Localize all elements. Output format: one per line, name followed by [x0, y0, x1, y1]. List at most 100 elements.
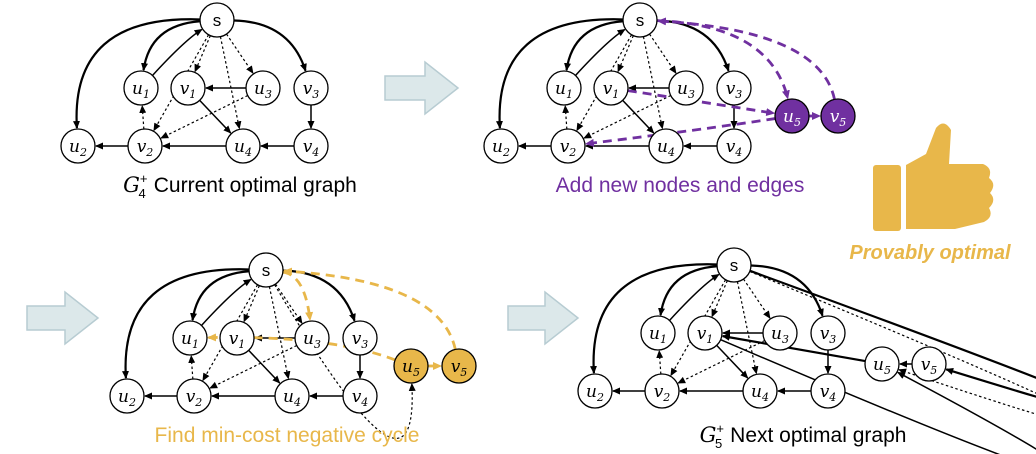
graph-edge: [750, 264, 824, 317]
node-label-sub: 2: [662, 391, 670, 404]
graph-edge: [209, 344, 298, 389]
svg-text:u3: u3: [303, 329, 321, 351]
node-label: v: [820, 382, 830, 402]
node-label: u: [657, 137, 668, 157]
node-label: u: [181, 329, 192, 349]
svg-text:u2: u2: [586, 382, 604, 404]
node-label: v: [726, 137, 736, 157]
svg-text:v3: v3: [303, 79, 320, 101]
caption-text: Next optimal graph: [730, 424, 906, 447]
step-arrow-2: [26, 290, 100, 346]
graph-edge: [721, 333, 866, 363]
graph-edge: [711, 280, 728, 318]
node-label-sub: 2: [568, 146, 576, 159]
node-label: u: [254, 79, 265, 99]
node-label-sub: 5: [413, 366, 420, 379]
node-label: v: [603, 79, 613, 99]
node-label-sub: 3: [688, 88, 695, 101]
caption-negative-cycle: Find min-cost negative cycle: [155, 424, 420, 447]
graph-edge: [274, 284, 416, 440]
node-label-sub: 3: [782, 333, 789, 346]
svg-text:v1: v1: [180, 79, 197, 101]
node-label-sub: 4: [761, 391, 769, 404]
node-label: v: [137, 137, 147, 157]
node-label-sub: 1: [660, 333, 667, 346]
node-u4: u4: [274, 378, 310, 414]
graph-edge: [617, 35, 634, 73]
caption-sup: +: [716, 421, 724, 436]
node-v4: v4: [293, 128, 329, 164]
node-u3: u3: [245, 70, 281, 106]
node-label: u: [873, 355, 884, 375]
node-label: v: [830, 107, 840, 127]
node-label-sub: 5: [794, 116, 801, 129]
svg-text:u3: u3: [771, 324, 789, 346]
svg-text:u1: u1: [649, 324, 667, 346]
node-label: v: [352, 387, 362, 407]
caption-text: Current optimal graph: [154, 174, 357, 197]
node-v4: v4: [342, 378, 378, 414]
node-label-sub: 1: [566, 88, 573, 101]
node-label-sub: 2: [596, 391, 604, 404]
graph-edge: [188, 354, 196, 380]
graph-edge: [268, 286, 291, 380]
svg-text:v4: v4: [726, 137, 743, 159]
node-label: u: [555, 79, 566, 99]
node-v2: v2: [127, 128, 163, 164]
node-s: s: [716, 247, 752, 283]
node-u5: u5: [864, 346, 900, 382]
node-label-sub: 2: [145, 146, 153, 159]
graph-edge: [160, 94, 249, 139]
graph-edge: [248, 349, 281, 384]
svg-text:v1: v1: [603, 79, 620, 101]
node-label: s: [262, 261, 271, 280]
graph-edge: [574, 28, 626, 76]
node-label: v: [186, 387, 196, 407]
node-v3: v3: [716, 70, 752, 106]
node-label: v: [697, 324, 707, 344]
graph-edge: [199, 99, 232, 134]
node-label: u: [118, 387, 129, 407]
caption-sup: +: [140, 171, 148, 186]
graph-edge: [736, 281, 759, 375]
graph-edge: [194, 35, 211, 73]
graph-edge: [642, 36, 665, 130]
graph-edge: [656, 17, 836, 100]
node-label-sub: 1: [189, 88, 196, 101]
node-v3: v3: [342, 320, 378, 356]
node-v4: v4: [810, 373, 846, 409]
node-u3: u3: [762, 315, 798, 351]
graph-edge: [749, 270, 1036, 415]
node-label-sub: 3: [361, 338, 368, 351]
node-label: u: [303, 329, 314, 349]
node-label: v: [352, 329, 362, 349]
svg-text:u5: u5: [783, 107, 801, 129]
thumbs-up-icon: [873, 123, 994, 231]
svg-text:u2: u2: [118, 387, 136, 409]
graph-edge: [720, 339, 1036, 454]
node-label-sub: 1: [612, 88, 619, 101]
node-u1: u1: [123, 70, 159, 106]
node-label: u: [402, 357, 413, 377]
node-v5: v5: [441, 348, 477, 384]
svg-text:v5: v5: [921, 355, 938, 377]
edges: [72, 18, 315, 150]
svg-text:u3: u3: [254, 79, 272, 101]
node-label-sub: 5: [884, 364, 891, 377]
svg-text:v3: v3: [352, 329, 369, 351]
node-u4: u4: [742, 373, 778, 409]
svg-text:v2: v2: [186, 387, 203, 409]
node-label: u: [586, 382, 597, 402]
graph-edge: [495, 18, 624, 130]
node-label-sub: 4: [311, 146, 319, 159]
right-arrow-icon: [384, 60, 460, 116]
node-v2: v2: [550, 128, 586, 164]
graph-edge: [622, 99, 655, 134]
node-u5: u5: [393, 348, 429, 384]
node-v2: v2: [644, 373, 680, 409]
